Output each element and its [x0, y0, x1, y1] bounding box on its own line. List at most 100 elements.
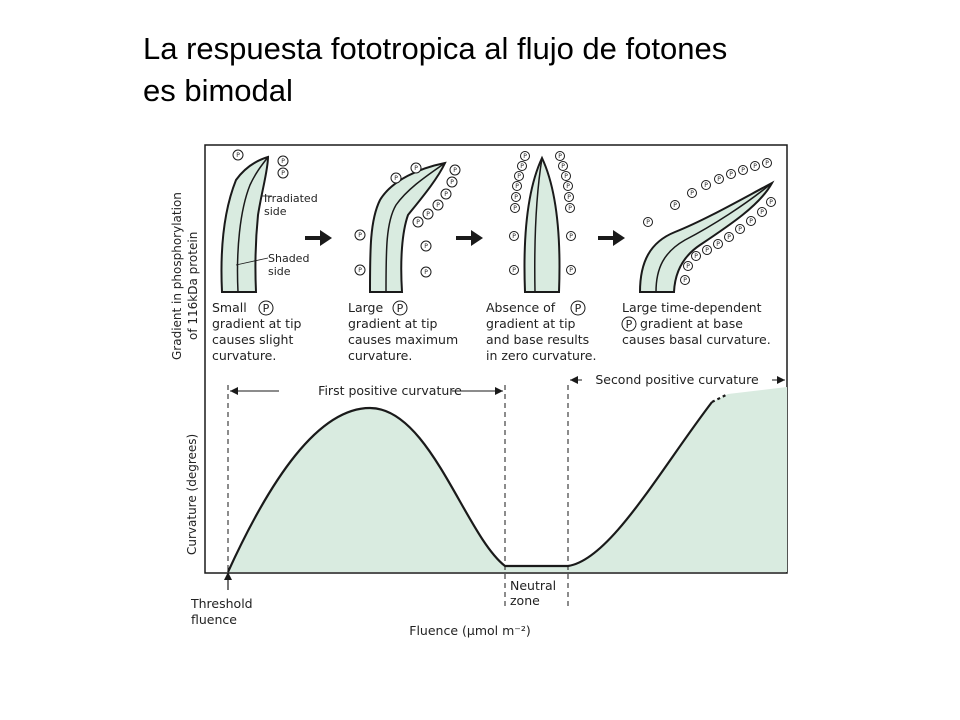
curvature-area-fill [228, 387, 787, 572]
top-axis-label-line-2: of 116kDa protein [186, 232, 200, 340]
y-axis-label: Curvature (degrees) [185, 434, 199, 555]
svg-text:P: P [749, 218, 753, 225]
arrow-left-icon [570, 376, 578, 384]
svg-text:P: P [512, 267, 516, 274]
svg-text:P: P [444, 191, 448, 198]
curvature-curve [226, 401, 713, 573]
svg-text:P: P [561, 163, 565, 170]
phospho-marker [392, 300, 408, 316]
coleoptile-maximum-curvature [368, 161, 447, 293]
svg-text:P: P [512, 233, 516, 240]
svg-text:P: P [263, 302, 270, 315]
svg-text:P: P [394, 175, 398, 182]
svg-text:P: P [450, 179, 454, 186]
threshold-fluence-label-line-1: Threshold [190, 596, 253, 611]
svg-text:P: P [568, 205, 572, 212]
slide-title-line-2: es bimodal [143, 73, 293, 108]
threshold-fluence-label-line-2: fluence [191, 612, 237, 627]
caption-2-line-1: Large [348, 300, 383, 315]
curvature-curve-dashed [711, 393, 729, 403]
top-axis-label-line-1: Gradient in phosphorylation [170, 192, 184, 360]
svg-text:P: P [727, 234, 731, 241]
figure-frame [204, 144, 788, 574]
phospho-marker-group: P P P [232, 149, 289, 179]
svg-text:P: P [729, 171, 733, 178]
phospho-marker [621, 316, 637, 332]
svg-text:P: P [558, 153, 562, 160]
coleoptile-basal-curvature [638, 180, 775, 293]
arrow-right-icon [456, 230, 483, 246]
svg-text:P: P [517, 173, 521, 180]
neutral-zone-label-line-1: Neutral [510, 578, 556, 593]
phospho-marker [570, 300, 586, 316]
svg-text:P: P [569, 267, 573, 274]
svg-text:P: P [690, 190, 694, 197]
x-axis-label: Fluence (μmol m⁻²) [409, 623, 531, 638]
svg-text:P: P [566, 183, 570, 190]
svg-text:P: P [769, 199, 773, 206]
caption-4-line-1: Large time-dependent [622, 300, 762, 315]
svg-text:P: P [741, 167, 745, 174]
arrow-right-icon [598, 230, 625, 246]
svg-text:P: P [281, 158, 285, 165]
arrow-up-icon [224, 572, 232, 580]
caption-3-line-4: in zero curvature. [486, 348, 596, 363]
coleoptile-slight-curvature [220, 155, 270, 293]
caption-2-line-4: curvature. [348, 348, 412, 363]
svg-text:P: P [683, 277, 687, 284]
svg-text:P: P [694, 253, 698, 260]
caption-3-line-2: gradient at tip [486, 316, 576, 331]
svg-text:P: P [358, 232, 362, 239]
phospho-marker-group: P P P P P P P P P P P P [354, 162, 461, 278]
slide-title: La respuesta fototropica al flujo de fot… [143, 28, 903, 112]
svg-text:P: P [575, 302, 582, 315]
svg-text:P: P [358, 267, 362, 274]
phospho-marker-group: P P P P P P P P P P P P P P P P [509, 151, 576, 275]
phospho-marker [258, 300, 274, 316]
caption-4-line-2: gradient at base [640, 316, 743, 331]
svg-text:P: P [716, 241, 720, 248]
arrow-left-icon [230, 387, 238, 395]
svg-text:P: P [673, 202, 677, 209]
neutral-zone-label-line-2: zone [510, 593, 540, 608]
svg-text:P: P [705, 247, 709, 254]
svg-text:P: P [564, 173, 568, 180]
first-positive-curvature-label: First positive curvature [318, 383, 462, 398]
svg-text:P: P [426, 211, 430, 218]
slide-title-line-1: La respuesta fototropica al flujo de fot… [143, 31, 728, 66]
arrow-right-icon [305, 230, 332, 246]
svg-text:P: P [424, 269, 428, 276]
svg-text:P: P [753, 163, 757, 170]
caption-3-line-3: and base results [486, 332, 589, 347]
svg-text:P: P [513, 205, 517, 212]
svg-text:P: P [453, 167, 457, 174]
caption-4-line-3: causes basal curvature. [622, 332, 771, 347]
irradiated-side-label-line-1: Irradiated [264, 192, 318, 205]
svg-text:P: P [515, 183, 519, 190]
caption-2-line-3: causes maximum [348, 332, 458, 347]
caption-1-line-1: Small [212, 300, 247, 315]
svg-text:P: P [514, 194, 518, 201]
second-positive-curvature-label: Second positive curvature [595, 372, 759, 387]
arrow-right-icon [777, 376, 785, 384]
caption-1-line-3: causes slight [212, 332, 293, 347]
svg-text:P: P [436, 202, 440, 209]
svg-text:P: P [523, 153, 527, 160]
svg-text:P: P [567, 194, 571, 201]
arrow-right-icon [495, 387, 503, 395]
svg-text:P: P [626, 318, 633, 331]
svg-text:P: P [646, 219, 650, 226]
caption-1-line-2: gradient at tip [212, 316, 302, 331]
svg-text:P: P [765, 160, 769, 167]
svg-text:P: P [281, 170, 285, 177]
svg-text:P: P [520, 163, 524, 170]
caption-3-line-1: Absence of [486, 300, 556, 315]
caption-1-line-4: curvature. [212, 348, 276, 363]
svg-text:P: P [717, 176, 721, 183]
svg-text:P: P [236, 152, 240, 159]
coleoptile-zero-curvature [523, 155, 561, 293]
shaded-side-label-line-2: side [268, 265, 291, 278]
irradiated-side-label-line-2: side [264, 205, 287, 218]
phospho-marker-group: P P P P P P P P P P P P P P P P P P P [643, 158, 776, 285]
